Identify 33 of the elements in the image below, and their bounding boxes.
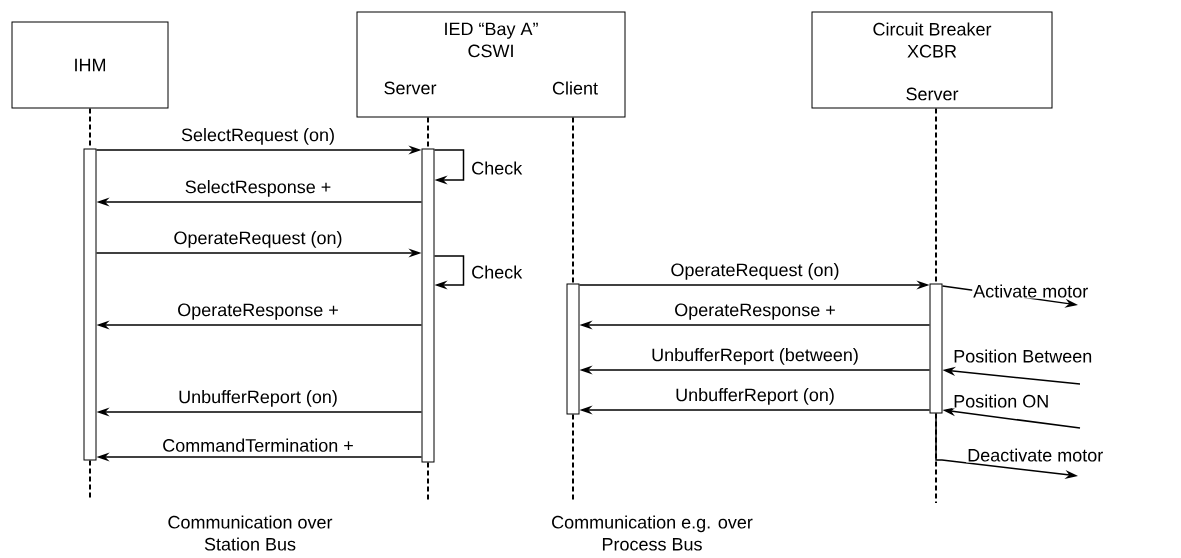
- edge-label: Deactivate motor: [968, 448, 1103, 462]
- edge-label: OperateResponse +: [178, 303, 338, 320]
- participant-box: Circuit Breaker XCBR Server: [811, 11, 1053, 109]
- caption-text: Communication over Station Bus: [168, 515, 333, 551]
- lifeline: [572, 116, 574, 285]
- participant-box: IED “Bay A” CSWI Server Client: [356, 11, 626, 118]
- self-message-arrow: [433, 149, 465, 185]
- lifeline: [427, 116, 429, 150]
- edge-label: Check: [472, 161, 523, 175]
- edge-label: OperateResponse +: [675, 303, 835, 320]
- activation-bar: [566, 283, 580, 415]
- edge-label: UnbufferReport (on): [179, 390, 337, 407]
- edge-label: Position Between: [954, 349, 1092, 363]
- edge-label: OperateRequest (on): [174, 231, 342, 248]
- activation-bar: [83, 148, 97, 461]
- lifeline: [935, 107, 937, 285]
- lifeline: [572, 413, 574, 501]
- self-message-arrow: [433, 255, 465, 290]
- lifeline: [427, 461, 429, 501]
- edge-label: OperateRequest (on): [671, 263, 839, 280]
- edge-label: SelectRequest (on): [181, 128, 334, 145]
- lifeline: [89, 459, 91, 501]
- edge-label: Check: [472, 265, 523, 279]
- edge-label: Position ON: [954, 394, 1048, 408]
- activation-bar: [421, 148, 435, 463]
- edge-label: Activate motor: [973, 284, 1088, 298]
- participant-box: IHM: [11, 21, 169, 109]
- edge-label: CommandTermination +: [163, 438, 353, 452]
- edge-label: UnbufferReport (on): [676, 388, 834, 405]
- edge-label: UnbufferReport (between): [652, 348, 858, 365]
- activation-bar: [929, 283, 943, 414]
- edge-label: SelectResponse +: [185, 180, 331, 197]
- caption-text: Communication e.g. over Process Bus: [552, 515, 753, 551]
